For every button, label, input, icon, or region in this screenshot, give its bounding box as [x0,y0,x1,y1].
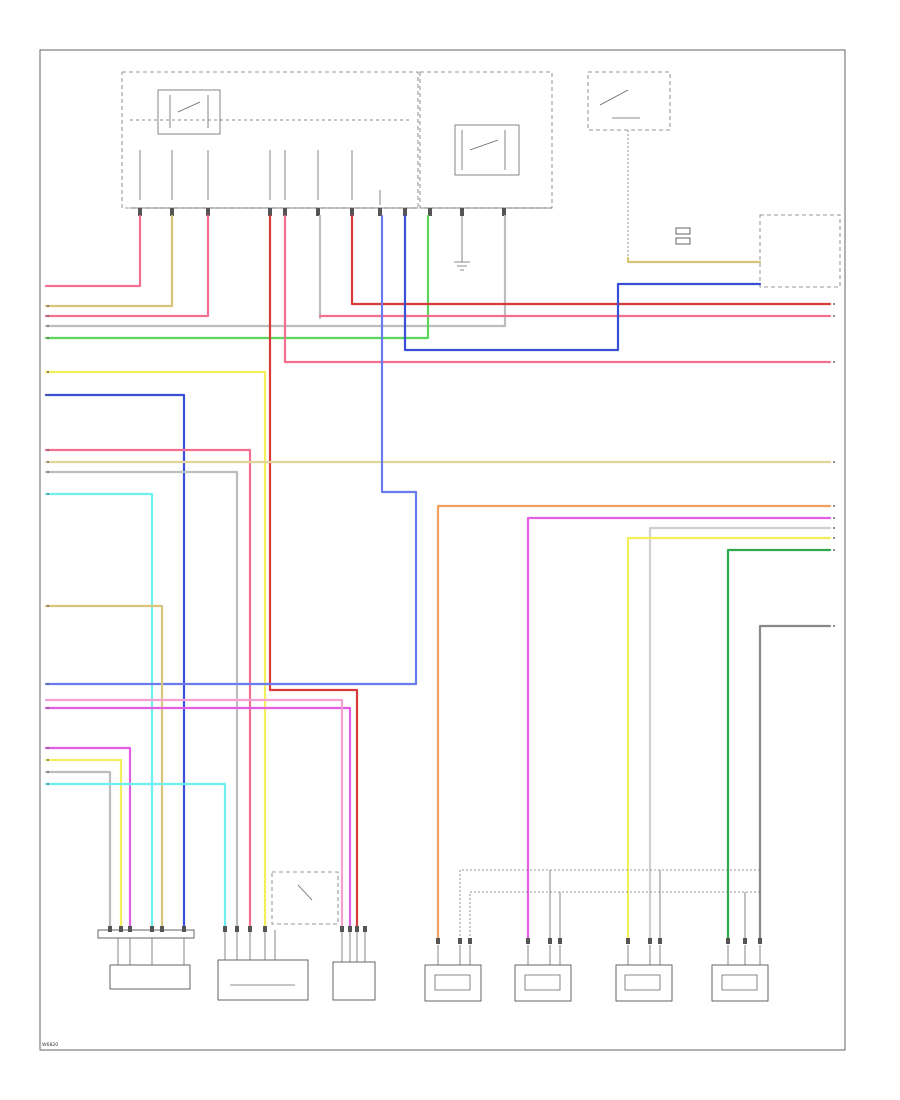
right-edge-terminals [833,303,835,627]
wire-cyan-2 [44,782,227,932]
wire-blue-1 [44,393,186,932]
wire-lt-green [44,214,430,340]
wire-black-right [758,624,832,942]
fuse-taps [139,150,381,205]
wire-gray-3 [44,770,112,932]
bottom-connector-pins [108,926,762,944]
ignition-switch-contacts [599,89,640,119]
wire-gray-2 [44,470,239,932]
wire-pink-3 [44,448,252,932]
left-edge-terminals [47,305,49,785]
wire-yellow-2 [44,758,123,932]
ground-symbol-relay [454,216,470,271]
wire-red-2 [268,214,359,932]
instrument-cluster-connector [675,214,841,288]
wire-tan-2 [44,604,164,932]
wire-yellow-1 [44,370,267,932]
component-sensor-2 [217,930,309,1001]
wire-tan-1 [44,214,174,308]
ignition-switch [587,71,671,258]
wire-magenta-right [526,516,832,942]
fuse-block-outline [121,71,419,209]
wire-magenta-1 [44,706,352,932]
relay-symbol [157,89,221,135]
component-heated-o2-2 [514,945,572,1002]
relay-block-outline [419,71,553,209]
ic-connector-outline [759,214,841,288]
wire-gray-right [648,526,832,942]
shield-line-1 [459,869,760,940]
relay-contacts-2 [461,130,506,170]
shield-drops [549,870,746,940]
wire-pink-long [283,214,832,364]
wire-yellow-right [626,536,832,942]
wire-blue-ic [403,214,762,352]
ignition-switch-outline [587,71,671,131]
wire-cyan-1 [44,492,154,932]
component-inline-device [271,871,339,925]
wire-blue-2 [44,214,418,686]
wire-green-right [726,548,832,942]
wire-red-right [350,214,832,306]
footer-code: W6820 [42,1042,58,1048]
wire-gray-1 [44,214,507,328]
component-sensor-3 [332,930,376,1001]
component-sensor-1 [97,929,195,990]
wire-tan-ic [626,256,762,264]
relay-symbol-2 [454,124,520,176]
wire-pink-1 [44,214,142,288]
relay-contacts [169,95,209,128]
underhood-fuse-block [121,71,419,209]
wire-pink-4 [44,698,344,932]
relay-block [419,71,553,209]
ic-pin-2 [675,237,691,245]
diagram-frame [39,49,846,1051]
fuse-output-pins [138,208,506,216]
shield-line-2 [469,891,760,940]
wire-magenta-2 [44,746,132,932]
wire-pink-2 [44,214,210,318]
component-heated-o2-4 [711,945,769,1002]
component-heated-o2-3 [615,945,673,1002]
component-heated-o2-1 [424,945,482,1002]
ic-pin-1 [675,227,691,235]
wire-orange [436,504,832,942]
